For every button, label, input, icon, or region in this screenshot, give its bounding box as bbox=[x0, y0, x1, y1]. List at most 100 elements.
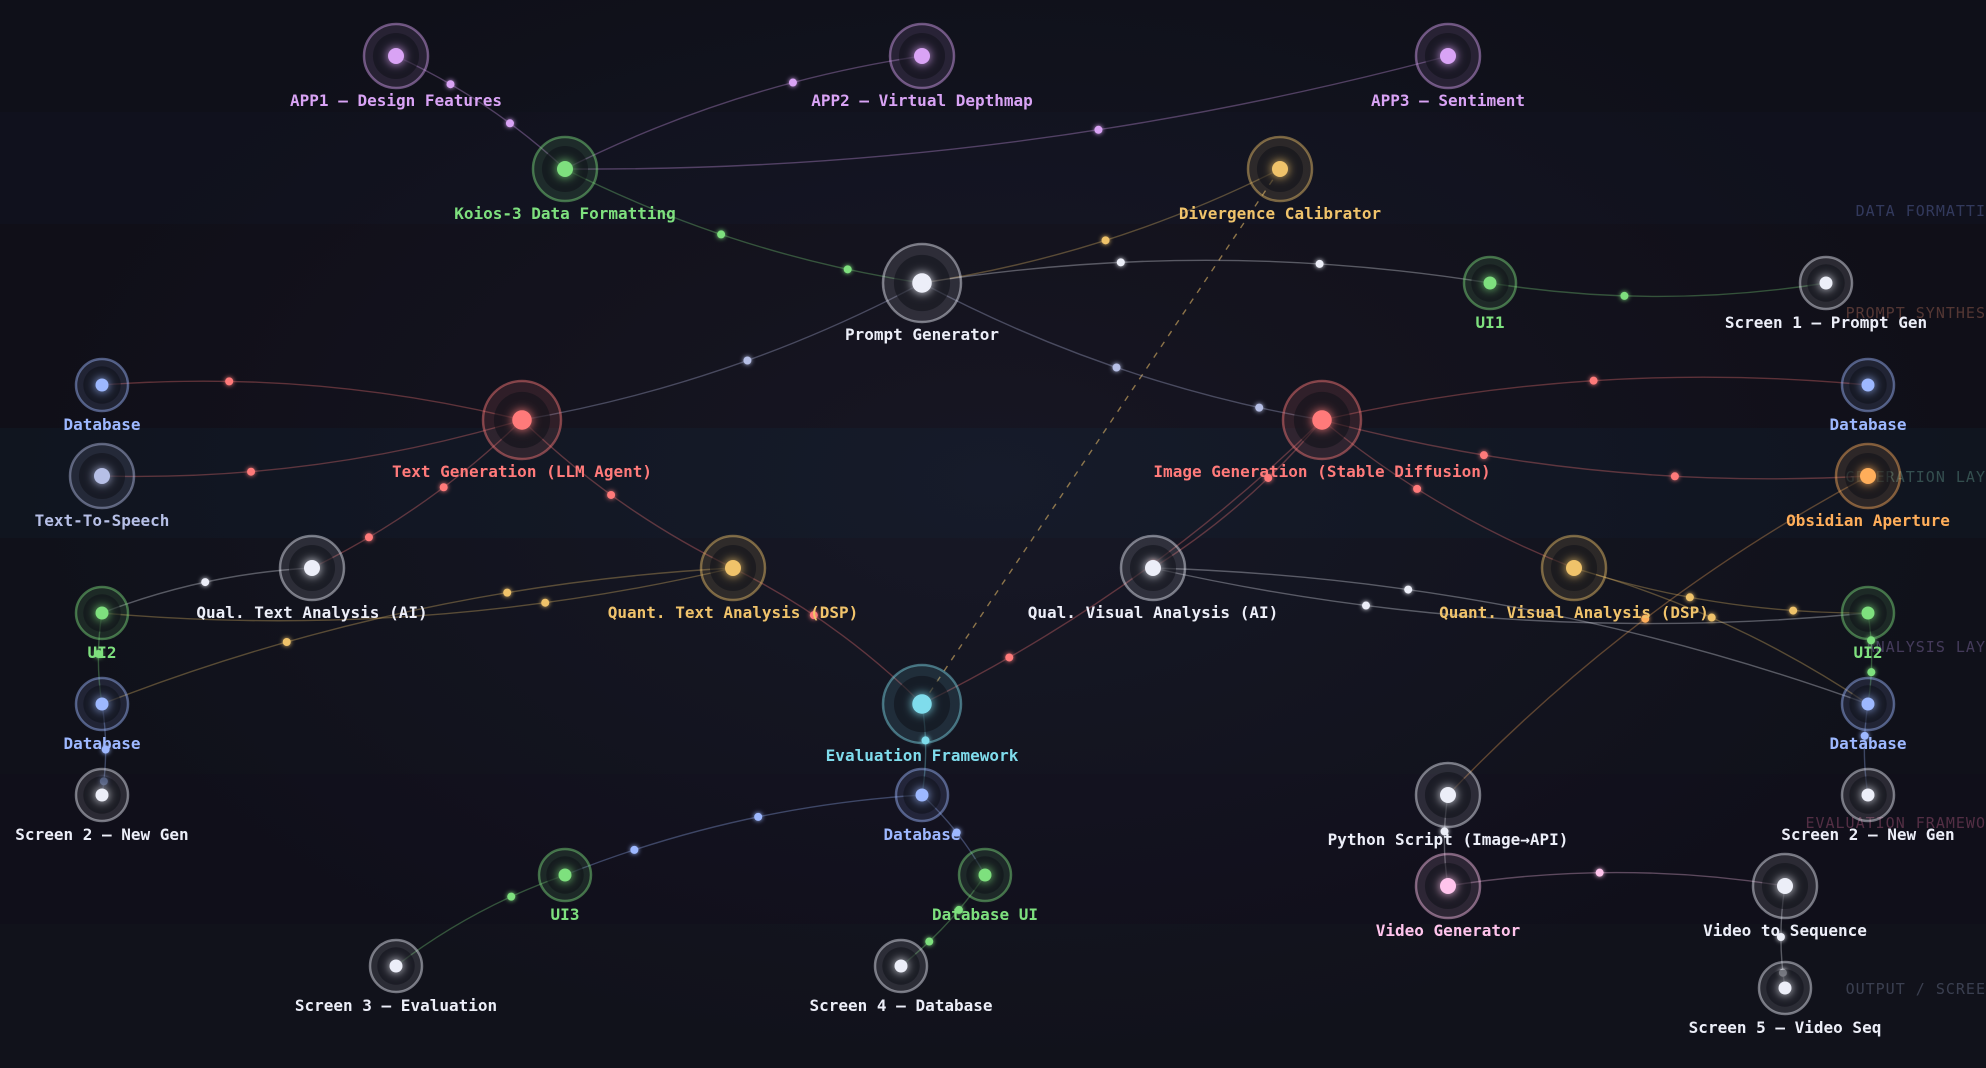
flow-particle bbox=[1707, 613, 1716, 622]
node-ui3[interactable]: UI3 bbox=[537, 847, 593, 924]
node-db_left2[interactable]: Database bbox=[63, 676, 141, 753]
flow-particle bbox=[952, 828, 961, 837]
flow-particle bbox=[1670, 472, 1679, 481]
node-dbui[interactable]: Database UI bbox=[932, 847, 1038, 924]
node-app2[interactable]: APP2 — Virtual Depthmap bbox=[811, 22, 1033, 110]
node-core bbox=[1860, 468, 1876, 484]
node-label: Database bbox=[63, 734, 140, 753]
flow-particle bbox=[809, 611, 818, 620]
node-label: Database bbox=[883, 825, 960, 844]
node-core bbox=[1440, 787, 1456, 803]
node-label: APP2 — Virtual Depthmap bbox=[811, 91, 1033, 110]
node-quantvis[interactable]: Quant. Visual Analysis (DSP) bbox=[1439, 534, 1709, 622]
edge-imagegen-quantvis bbox=[1321, 419, 1575, 569]
node-db_left[interactable]: Database bbox=[63, 357, 141, 434]
node-python[interactable]: Python Script (Image→API) bbox=[1328, 761, 1569, 849]
node-label: Screen 3 — Evaluation bbox=[295, 996, 497, 1015]
node-core bbox=[1861, 378, 1875, 392]
node-label: UI2 bbox=[88, 643, 117, 662]
node-prompt[interactable]: Prompt Generator bbox=[845, 242, 999, 344]
flow-particle bbox=[201, 578, 210, 587]
node-quanttext[interactable]: Quant. Text Analysis (DSP) bbox=[608, 534, 858, 622]
node-app3[interactable]: APP3 — Sentiment bbox=[1371, 22, 1525, 110]
node-label: Image Generation (Stable Diffusion) bbox=[1153, 462, 1490, 481]
node-core bbox=[1819, 276, 1833, 290]
node-ui2_right[interactable]: UI2 bbox=[1840, 585, 1896, 662]
node-ui2_left[interactable]: UI2 bbox=[74, 585, 130, 662]
flow-particle bbox=[1589, 376, 1598, 385]
edge-db_eval-ui3 bbox=[564, 794, 923, 876]
nodes-layer[interactable]: APP1 — Design Features APP2 — Virtual Dep… bbox=[15, 22, 1955, 1037]
node-koios[interactable]: Koios-3 Data Formatting bbox=[454, 135, 676, 223]
edge-divergence-prompt bbox=[921, 168, 1281, 284]
node-textgen[interactable]: Text Generation (LLM Agent) bbox=[392, 379, 652, 481]
node-core bbox=[1272, 161, 1288, 177]
node-label: Text Generation (LLM Agent) bbox=[392, 462, 652, 481]
node-label: Text-To-Speech bbox=[35, 511, 170, 530]
edge-quanttext-ui2_left bbox=[101, 567, 734, 622]
edge-qualvis-db_right2 bbox=[1152, 567, 1869, 705]
flow-particle bbox=[507, 892, 516, 901]
node-screen2_right[interactable]: Screen 2 — New Gen bbox=[1781, 767, 1955, 844]
node-core bbox=[1861, 606, 1875, 620]
edge-quantvis-db_right2 bbox=[1573, 567, 1869, 705]
flow-particle bbox=[921, 736, 930, 745]
flow-particle bbox=[788, 78, 797, 87]
flow-particle bbox=[954, 905, 963, 914]
node-core bbox=[1777, 878, 1793, 894]
node-core bbox=[915, 788, 929, 802]
node-core bbox=[388, 48, 404, 64]
node-label: Qual. Text Analysis (AI) bbox=[196, 603, 427, 622]
node-label: Quant. Text Analysis (DSP) bbox=[608, 603, 858, 622]
node-screen3[interactable]: Screen 3 — Evaluation bbox=[295, 938, 497, 1015]
node-qualvis[interactable]: Qual. Visual Analysis (AI) bbox=[1028, 534, 1278, 622]
edge-quanttext-db_left2 bbox=[101, 567, 734, 705]
node-db_eval[interactable]: Database bbox=[883, 767, 961, 844]
node-screen2_left[interactable]: Screen 2 — New Gen bbox=[15, 767, 189, 844]
node-videogen[interactable]: Video Generator bbox=[1376, 852, 1521, 940]
node-ui1[interactable]: UI1 bbox=[1462, 255, 1518, 332]
node-label: Python Script (Image→API) bbox=[1328, 830, 1569, 849]
node-db_right[interactable]: Database bbox=[1829, 357, 1907, 434]
node-eval[interactable]: Evaluation Framework bbox=[826, 663, 1019, 765]
flow-particle bbox=[1595, 868, 1604, 877]
node-label: Screen 1 — Prompt Gen bbox=[1725, 313, 1927, 332]
flow-particle bbox=[843, 265, 852, 274]
node-tts[interactable]: Text-To-Speech bbox=[35, 442, 170, 530]
node-core bbox=[512, 410, 532, 430]
node-db_right2[interactable]: Database bbox=[1829, 676, 1907, 753]
layer-band: EVALUATION FRAMEWO bbox=[0, 774, 1986, 924]
node-core bbox=[1440, 878, 1456, 894]
node-label: Video Generator bbox=[1376, 921, 1521, 940]
layer-band: ANALYSIS LAY bbox=[0, 538, 1986, 774]
node-screen1[interactable]: Screen 1 — Prompt Gen bbox=[1725, 255, 1927, 332]
node-label: APP1 — Design Features bbox=[290, 91, 502, 110]
node-imagegen[interactable]: Image Generation (Stable Diffusion) bbox=[1153, 379, 1491, 481]
edge-imagegen-obsidian bbox=[1321, 419, 1869, 480]
node-core bbox=[557, 161, 573, 177]
node-screen5[interactable]: Screen 5 — Video Seq bbox=[1689, 960, 1882, 1037]
node-app1[interactable]: APP1 — Design Features bbox=[290, 22, 502, 110]
node-video2seq[interactable]: Video to Sequence bbox=[1703, 852, 1867, 940]
flow-particle bbox=[1860, 731, 1869, 740]
flow-particle bbox=[925, 937, 934, 946]
flow-particle bbox=[1413, 484, 1422, 493]
node-divergence[interactable]: Divergence Calibrator bbox=[1179, 135, 1381, 223]
node-core bbox=[912, 273, 932, 293]
layer-band-title: ANALYSIS LAY bbox=[1865, 638, 1986, 656]
edge-db_left-textgen bbox=[101, 380, 523, 421]
node-label: Evaluation Framework bbox=[826, 746, 1019, 765]
edge-app3-koios bbox=[564, 55, 1449, 170]
layer-band: GENERATION LAY bbox=[0, 428, 1986, 538]
flow-particle bbox=[1094, 125, 1103, 134]
flow-particle bbox=[1641, 614, 1650, 623]
node-label: Database bbox=[1829, 415, 1906, 434]
node-screen4[interactable]: Screen 4 — Database bbox=[809, 938, 993, 1015]
flow-particle bbox=[225, 377, 234, 386]
flow-particle bbox=[1112, 363, 1121, 372]
node-obsidian[interactable]: Obsidian Aperture bbox=[1786, 442, 1950, 530]
node-qualtext[interactable]: Qual. Text Analysis (AI) bbox=[196, 534, 428, 622]
flow-particle bbox=[717, 230, 726, 239]
